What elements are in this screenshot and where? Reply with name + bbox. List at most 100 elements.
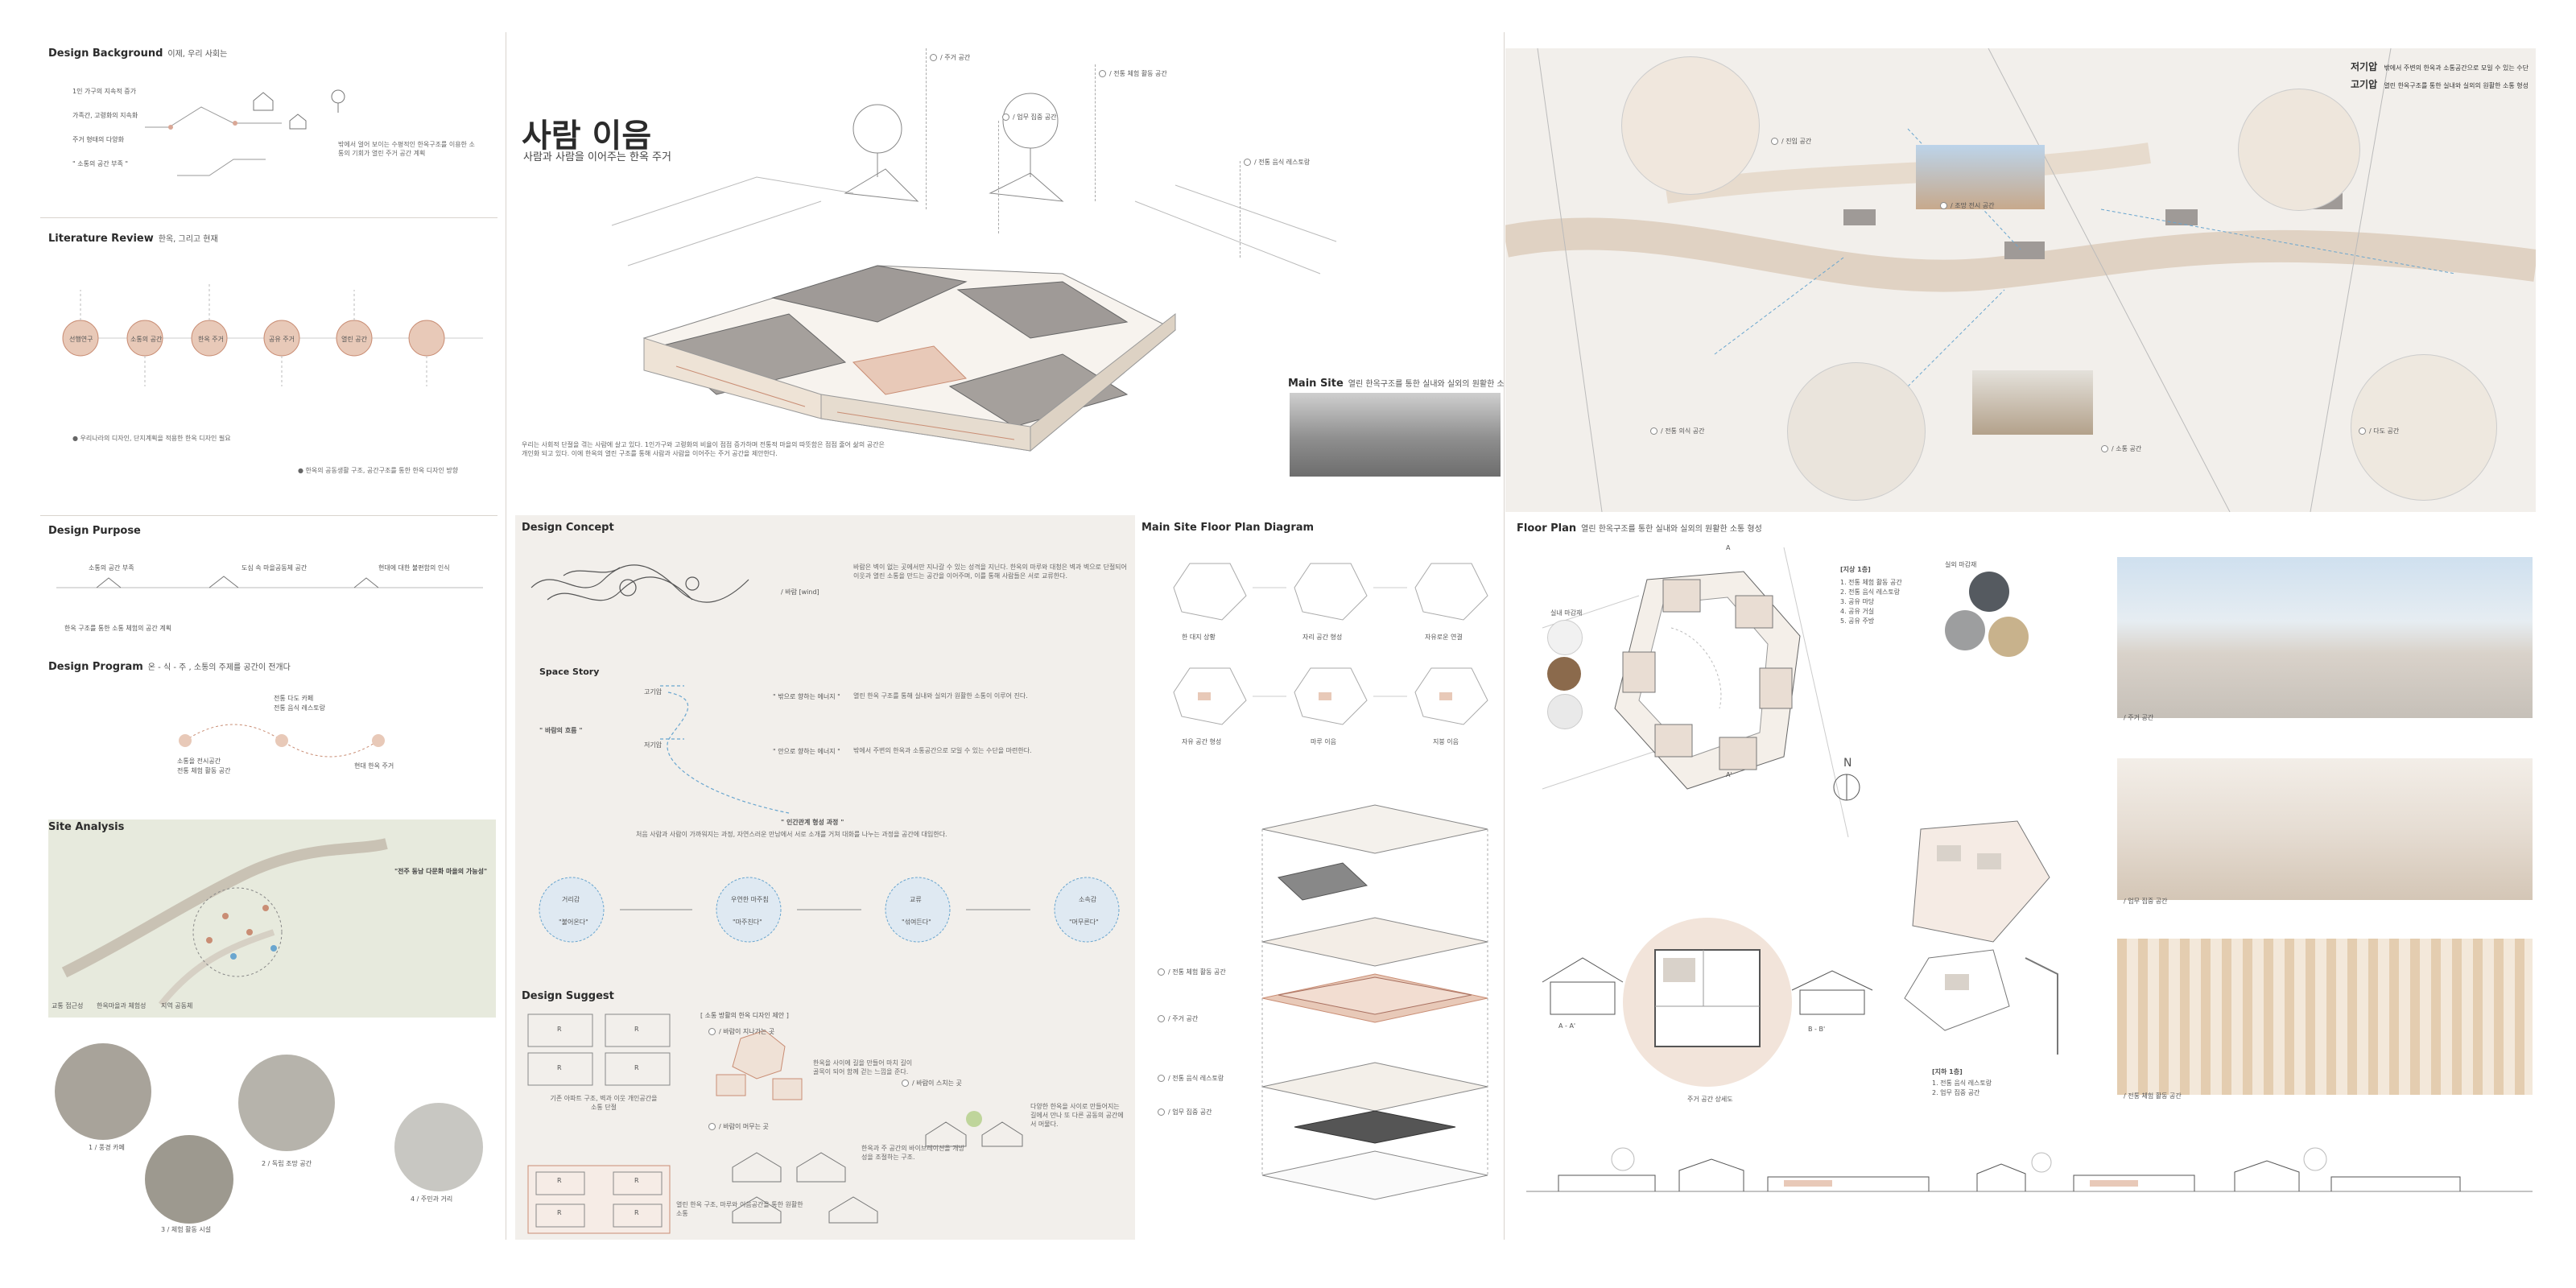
quote-outward: " 밖으로 향하는 에너지 " xyxy=(773,693,840,700)
hanok-cluster xyxy=(716,1030,803,1100)
lower-floor-item-2: 2. 업무 집중 공간 xyxy=(1932,1089,1980,1096)
lit-bubble-3: 한옥 주거 xyxy=(198,336,224,343)
suggest-note-1: / 바람이 지나가는 곳 xyxy=(708,1027,774,1036)
hanok-grid xyxy=(527,1165,671,1234)
hero-title: 사람 이음 xyxy=(522,118,652,155)
grid-cell: R xyxy=(557,1177,562,1184)
section-mark: A' xyxy=(1726,771,1732,778)
render-3 xyxy=(2117,939,2533,1095)
divider xyxy=(40,217,497,218)
lower-floor-title: [지하 1층] xyxy=(1932,1068,1963,1075)
step-2: 우연한 마주침 xyxy=(731,896,769,903)
layer-label-4: / 업무 집중 공간 xyxy=(1158,1108,1212,1117)
lit-bubble-1: 선행연구 xyxy=(69,336,93,343)
lit-footnote-2: ● 한옥의 공동생활 구조, 공간구조를 통한 한옥 디자인 방향 xyxy=(298,467,459,474)
flow-diagram xyxy=(660,685,790,814)
design-suggest-heading: Design Suggest xyxy=(522,990,614,1002)
suggest-caption-2: 열린 한옥 구조, 마루와 이음공간을 통한 원활한 소통 xyxy=(676,1201,803,1217)
unit-detail-plan xyxy=(1654,949,1761,1047)
unit-caption: 주거 공간 상세도 xyxy=(1687,1096,1733,1103)
render-caption-2: / 업무 집중 공간 xyxy=(2124,898,2168,905)
grid-cell: R xyxy=(557,1064,562,1071)
legend-low: 저기압 밖에서 주변의 한옥과 소통공간으로 모일 수 있는 수단 xyxy=(2351,61,2529,72)
program-item-1: 전통 다도 카페 xyxy=(274,695,314,702)
site-photo-1 xyxy=(55,1043,151,1140)
grid-cell: R xyxy=(634,1177,639,1184)
section-right xyxy=(1791,970,1873,1015)
layer-label-1: / 전통 체험 활동 공간 xyxy=(1158,968,1226,976)
aerial-callout-5: / 다도 공간 xyxy=(2359,427,2399,436)
quote-outward-text: 열린 한옥 구조를 통해 실내와 실외가 원활한 소통이 이루어 진다. xyxy=(853,692,1028,700)
first-floor-item-2: 2. 전통 음식 레스토랑 xyxy=(1840,588,1901,596)
apartment-grid xyxy=(527,1013,671,1086)
aerial-callout-4: / 소통 공간 xyxy=(2101,444,2141,453)
section-left xyxy=(1542,957,1624,1015)
material-swatch-5 xyxy=(1945,610,1985,650)
site-legend-2: 한옥마을과 체험성 xyxy=(97,1002,147,1009)
diagram-step-3: 자유로운 연결 xyxy=(1425,634,1463,641)
purpose-item-4: 한옥 구조를 통한 소통 체험의 공간 계획 xyxy=(64,625,172,632)
main-floor-plan xyxy=(1542,547,1849,838)
site-section xyxy=(1526,1147,2533,1192)
aerial-callout-2: / 조망 전시 공간 xyxy=(1940,201,1994,210)
detail-circle-3 xyxy=(1787,362,1926,501)
hanok-elevation xyxy=(925,1111,1023,1147)
hero-description: 우리는 사회적 단절을 겪는 사람에 살고 있다. 1인가구와 고령화의 비율이… xyxy=(522,441,885,457)
materials-title: 실내 마감재 xyxy=(1550,609,1583,617)
grid-cell: R xyxy=(634,1209,639,1216)
background-timeline xyxy=(145,89,345,176)
top-right-panel: 저기압 밖에서 주변의 한옥과 소통공간으로 모일 수 있는 수단 고기압 열린… xyxy=(1505,48,2536,512)
bg-label-2: 가족간, 고령화의 지속화 xyxy=(72,112,138,119)
lower-floor-item-1: 1. 전통 음식 레스토랑 xyxy=(1932,1080,1992,1087)
divider xyxy=(40,515,497,516)
site-analysis-panel: Site Analysis "전주 동남 다문화 마을의 가능성" 교통 접근성… xyxy=(48,819,496,1018)
design-concept-heading: Design Concept xyxy=(522,522,614,534)
photo-caption-4: 4 / 주민과 거리 xyxy=(411,1195,453,1203)
design-concept-panel: Design Concept / 바람 [wind] 바람은 벽이 없는 곳에서… xyxy=(515,515,1135,1240)
callout-line xyxy=(998,121,999,233)
first-floor-title: [지상 1층] xyxy=(1840,566,1871,573)
program-item-4: 전통 체험 활동 공간 xyxy=(177,767,231,774)
exterior-materials-title: 실외 마감재 xyxy=(1945,561,1977,568)
render-caption-1: / 주거 공간 xyxy=(2124,714,2154,721)
floor-diagram-steps xyxy=(1173,563,1488,725)
step-3: 교류 xyxy=(910,896,922,903)
step-4-sub: "머무른다" xyxy=(1069,919,1099,926)
floor-diagram-heading: Main Site Floor Plan Diagram xyxy=(1141,522,1315,534)
photo-caption-3: 3 / 체험 활동 시설 xyxy=(161,1226,212,1233)
first-floor-item-1: 1. 전통 체험 활동 공간 xyxy=(1840,579,1902,586)
concept-text: 바람은 벽이 없는 곳에서만 지나갈 수 있는 성격을 지닌다. 한옥의 마루와… xyxy=(853,564,1127,580)
material-swatch-6 xyxy=(1988,617,2029,657)
design-purpose-heading: Design Purpose xyxy=(48,525,141,537)
axonometric-building xyxy=(611,93,1337,452)
callout-line xyxy=(926,48,927,209)
suggest-note-2-text: 한옥과 주 공간의 바이브레이션을 개방성을 조절하는 구조. xyxy=(861,1145,964,1161)
site-analysis-heading: Site Analysis xyxy=(48,821,125,833)
wind-label: / 바람 [wind] xyxy=(781,588,819,596)
render-caption-3: / 전통 체험 활동 공간 xyxy=(2124,1092,2182,1100)
purpose-item-3: 현대에 대한 불편함의 인식 xyxy=(378,564,450,572)
literature-diagram xyxy=(62,282,483,386)
site-quote: "전주 동남 다문화 마을의 가능성" xyxy=(394,868,488,875)
flow-label: " 바람의 흐름 " xyxy=(539,727,583,734)
process-label: " 인간관계 형성 과정 " xyxy=(781,819,844,826)
high-pressure-label: 저기압 xyxy=(644,741,663,749)
bg-label-3: 주거 형태의 다양화 xyxy=(72,136,124,143)
section-mark: A xyxy=(1726,544,1731,551)
photo-caption-1: 1 / 풍경 카페 xyxy=(89,1144,125,1151)
diagram-step-5: 마루 이음 xyxy=(1311,738,1336,745)
section-right-caption: B - B' xyxy=(1808,1026,1826,1033)
callout-restaurant: / 전통 음식 레스토랑 xyxy=(1244,158,1310,167)
site-photo-3 xyxy=(238,1055,335,1151)
hero-subtitle: 사람과 사람을 이어주는 한옥 주거 xyxy=(523,151,671,163)
step-1-sub: "불어온다" xyxy=(559,919,588,926)
site-photo-2 xyxy=(145,1135,233,1224)
process-steps xyxy=(539,877,1120,943)
step-4: 소속감 xyxy=(1079,896,1097,903)
program-item-5: 현대 한옥 주거 xyxy=(354,762,394,770)
